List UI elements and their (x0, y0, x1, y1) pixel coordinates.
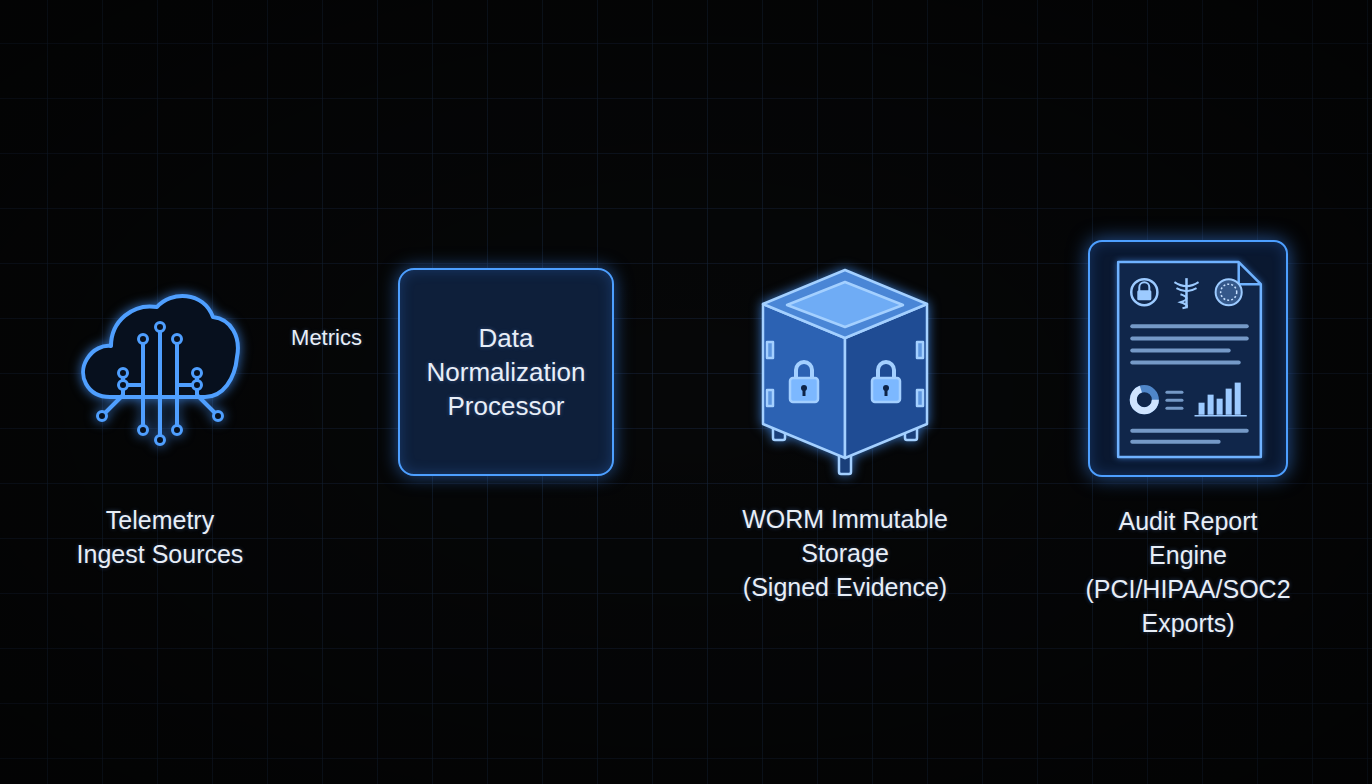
node-title: WORM Immutable Storage (730, 502, 960, 570)
source-cloud: Telemetry Ingest Sources (75, 285, 245, 455)
node-subtitle: (Signed Evidence) (720, 570, 970, 604)
node-caption: Telemetry Ingest Sources (73, 503, 248, 571)
edge-label: Metrics (291, 324, 362, 352)
vault-cube (745, 262, 945, 480)
flow-arrow (268, 368, 381, 372)
flow-arrow (626, 370, 736, 374)
flow-arrow (960, 369, 1071, 373)
node-caption: Audit Report Engine(PCI/HIPAA/SOC2 Expor… (1068, 504, 1308, 640)
node-caption: WORM Immutable Storage(Signed Evidence) (720, 502, 970, 604)
node-subtitle: (PCI/HIPAA/SOC2 Exports) (1068, 572, 1308, 640)
report-document (1090, 242, 1286, 475)
node-title: Data Normalization Processor (411, 321, 601, 423)
process-box: Data Normalization Processor (398, 268, 614, 476)
node-title: Telemetry Ingest Sources (73, 503, 248, 571)
node-title: Audit Report Engine (1088, 504, 1288, 572)
cloud-icon (75, 285, 245, 455)
report-box: Audit Report Engine(PCI/HIPAA/SOC2 Expor… (1088, 240, 1288, 477)
storage-vault: WORM Immutable Storage(Signed Evidence) (745, 262, 945, 480)
box-text: Data Normalization Processor (400, 270, 612, 474)
